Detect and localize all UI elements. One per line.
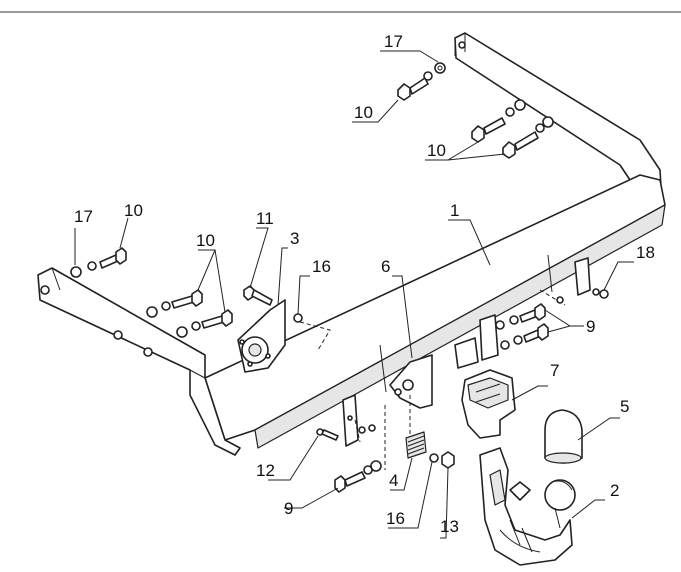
right-side-plate <box>574 257 591 296</box>
bolt-11 <box>243 285 273 306</box>
nut-13 <box>441 451 455 469</box>
callout-4: 4 <box>389 471 398 490</box>
callout-5: 5 <box>620 397 629 416</box>
callout-1: 1 <box>450 201 459 220</box>
callout-16-top: 16 <box>312 257 331 276</box>
bolt-set-top-10 <box>471 99 554 159</box>
nut-18 <box>592 288 609 299</box>
lock-module-part-7 <box>461 369 516 439</box>
receiver-bracket-part-6 <box>389 314 499 409</box>
callout-11: 11 <box>256 209 274 228</box>
ball-neck-part-2 <box>479 447 576 566</box>
callouts: 17 10 10 17 10 10 11 3 16 6 1 18 9 7 5 1… <box>74 32 655 536</box>
bolt-set-top-17-10 <box>397 62 446 101</box>
callout-9-lower: 9 <box>284 499 293 518</box>
left-side-plate <box>342 394 359 447</box>
bolt-set-left-10 <box>146 289 233 338</box>
callout-9-right: 9 <box>586 317 595 336</box>
callout-10-top-right: 10 <box>427 141 446 160</box>
washer-16-lower <box>429 453 439 463</box>
callout-3: 3 <box>290 229 299 248</box>
bolt-12 <box>316 428 339 441</box>
callout-6: 6 <box>381 257 390 276</box>
socket-bracket-part-3 <box>237 299 286 373</box>
callout-10-left-top: 10 <box>124 201 143 220</box>
spring-part-4 <box>405 431 427 459</box>
crossbar-part-1 <box>37 32 666 456</box>
washer-16-top <box>293 313 303 323</box>
bolt-9-lower <box>334 460 382 493</box>
callout-7: 7 <box>550 361 559 380</box>
callout-17-top: 17 <box>384 32 403 51</box>
callout-10-left-mid: 10 <box>196 231 215 250</box>
callout-12: 12 <box>256 461 275 480</box>
bolt-set-left-17-10 <box>70 247 127 278</box>
bolt-set-right-9 <box>495 296 564 350</box>
ball-cover-part-5 <box>544 409 583 464</box>
leader-lines <box>74 50 634 539</box>
callout-17-left: 17 <box>74 207 93 226</box>
callout-2: 2 <box>610 481 619 500</box>
callout-18: 18 <box>636 243 655 262</box>
callout-16-lower: 16 <box>386 509 405 528</box>
callout-10-top-left: 10 <box>354 103 373 122</box>
callout-13: 13 <box>440 517 459 536</box>
